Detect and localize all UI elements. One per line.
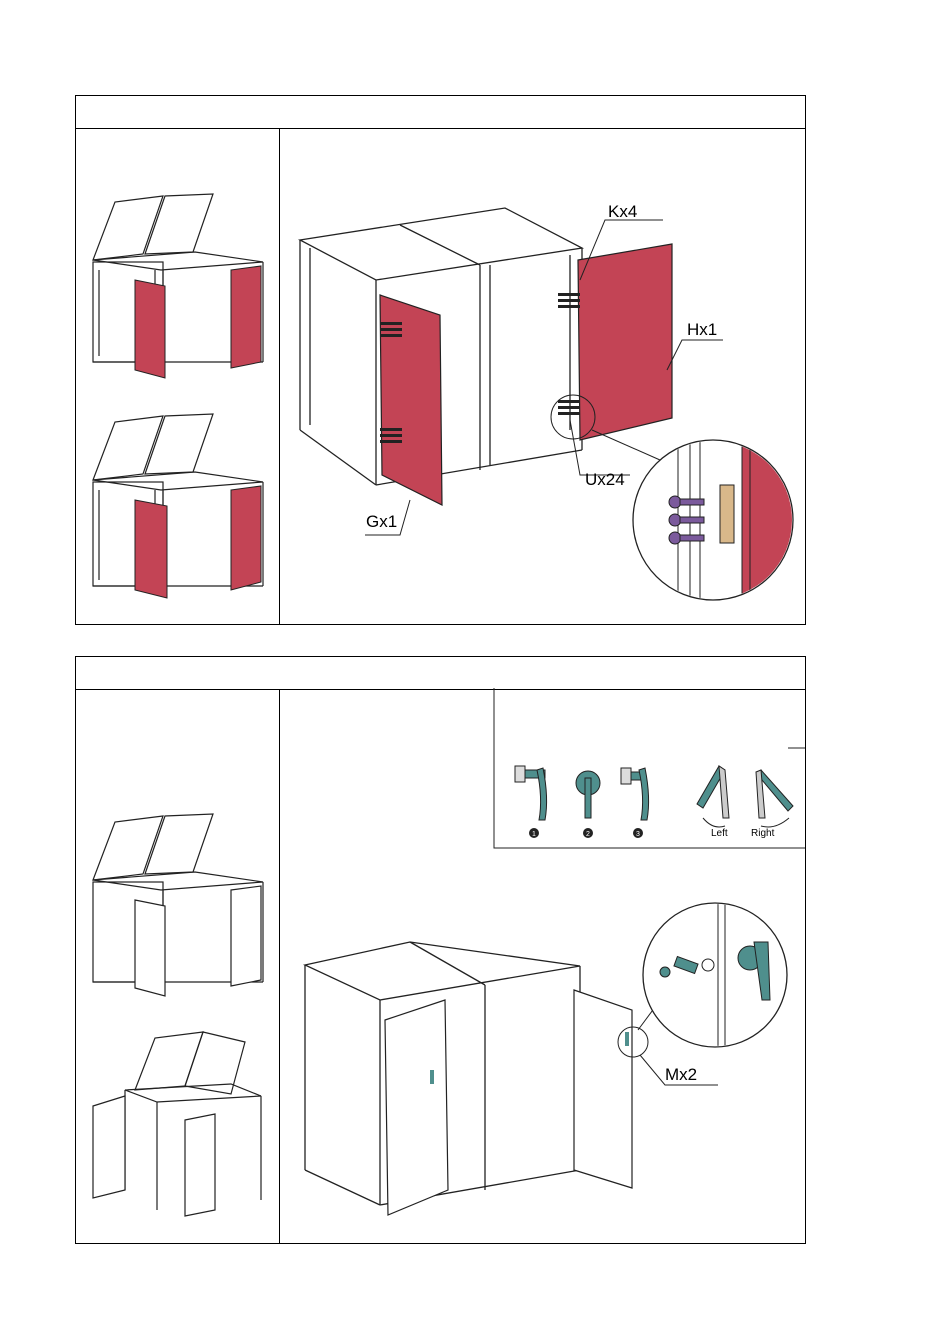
door-h — [578, 244, 672, 440]
svg-text:1: 1 — [532, 831, 536, 838]
handle-step-2: 2 — [576, 771, 600, 838]
step-1-header-bar — [76, 96, 805, 129]
handle-operation-inset: 1 2 3 Left Right — [493, 688, 807, 850]
label-right: Right — [751, 828, 775, 839]
step-1-main-illustration: Kx4 Hx1 Ux24 Gx1 — [280, 130, 805, 620]
label-gx1: Gx1 — [366, 512, 397, 531]
step-1-thumbnail-top — [85, 190, 270, 380]
label-mx2: Mx2 — [665, 1065, 697, 1084]
handle-right-rotation — [756, 770, 793, 827]
door-left-open — [385, 1000, 448, 1215]
step-2-header-bar — [76, 657, 805, 690]
door-left-thumb-2 — [135, 500, 167, 598]
label-ux24: Ux24 — [585, 470, 625, 489]
label-kx4: Kx4 — [608, 202, 637, 221]
svg-text:2: 2 — [586, 831, 590, 838]
door-g — [380, 295, 442, 505]
step-2-thumbnail-bottom — [85, 1030, 270, 1225]
door-right-thumb-2 — [231, 486, 261, 590]
door-left-thumb — [135, 280, 165, 378]
step-2-thumbnail-top — [85, 810, 270, 1000]
hinge-detail-circle — [633, 430, 802, 620]
step-1-thumbnail-bottom — [85, 410, 270, 605]
label-left: Left — [711, 828, 728, 839]
step-2-main-illustration: Mx2 — [280, 870, 805, 1230]
lock-detail-circle — [643, 890, 787, 1060]
door-right-open — [574, 990, 632, 1188]
label-hx1: Hx1 — [687, 320, 717, 339]
svg-text:3: 3 — [636, 831, 640, 838]
door-right-thumb — [231, 266, 261, 368]
handle-step-1: 1 — [515, 766, 547, 838]
handle-step-3: 3 — [621, 768, 649, 838]
handle-left-rotation — [697, 766, 729, 827]
